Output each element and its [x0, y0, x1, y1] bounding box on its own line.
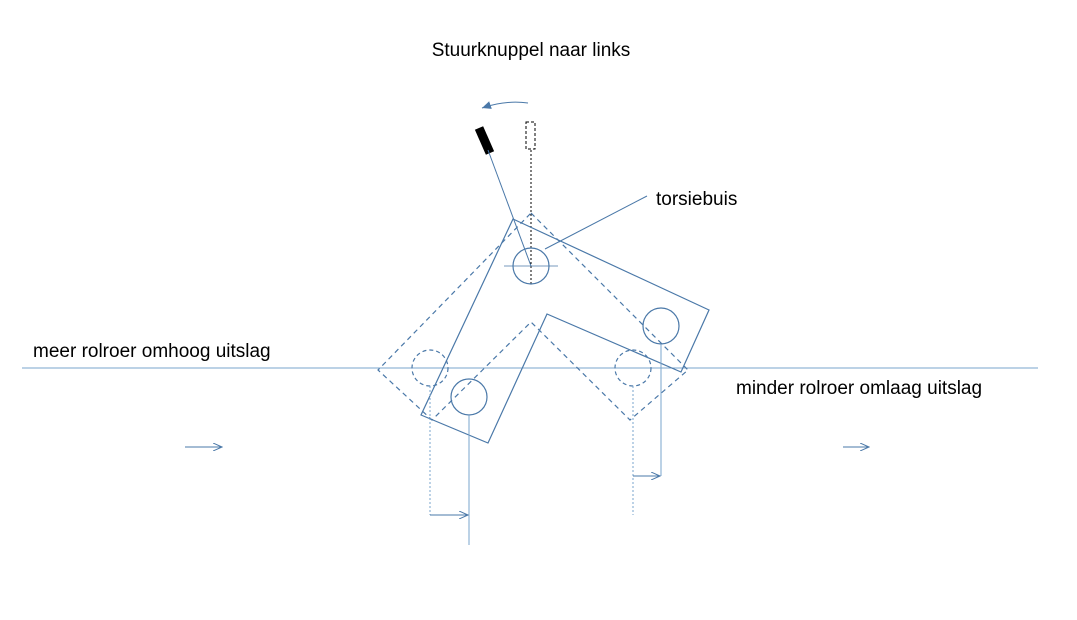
control-stick-neutral [525, 121, 536, 150]
stick-motion-arrow [481, 101, 529, 109]
diagram-title: Stuurknuppel naar links [432, 40, 631, 61]
bellcrank-deflected [420, 218, 710, 444]
left-side-label: meer rolroer omhoog uitslag [33, 341, 271, 362]
bellcrank-neutral [377, 212, 689, 421]
pivot-left-deflected [450, 378, 488, 416]
right-side-label: minder rolroer omlaag uitslag [736, 378, 982, 399]
stick-shaft-deflected [487, 149, 532, 267]
control-stick-deflected [474, 126, 495, 155]
torsion-tube-leader [544, 195, 648, 250]
torsion-tube-label: torsiebuis [656, 189, 737, 210]
pivot-right-deflected [642, 307, 680, 345]
